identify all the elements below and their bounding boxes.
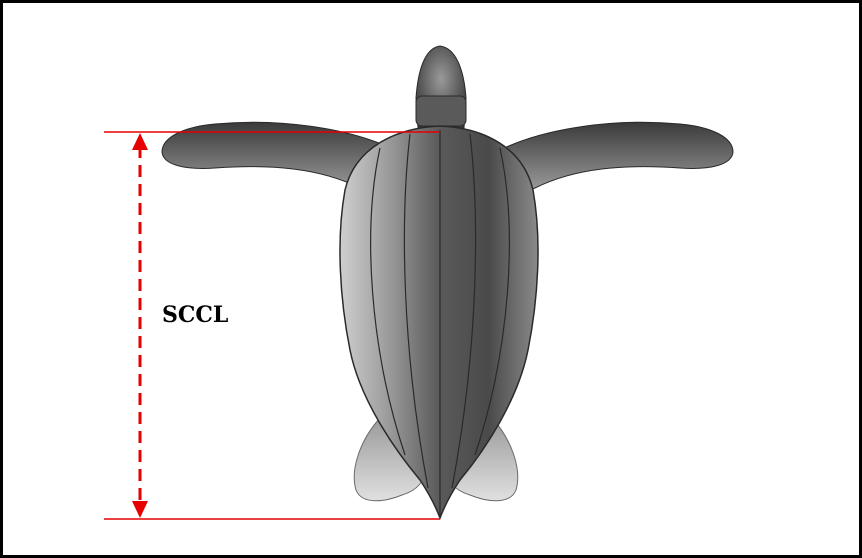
bottom-arrowhead	[132, 501, 148, 518]
turtle-neck	[416, 96, 466, 126]
right-front-flipper	[500, 122, 733, 190]
top-arrowhead	[132, 133, 148, 150]
sccl-label: SCCL	[162, 302, 228, 328]
turtle-illustration	[162, 46, 733, 518]
